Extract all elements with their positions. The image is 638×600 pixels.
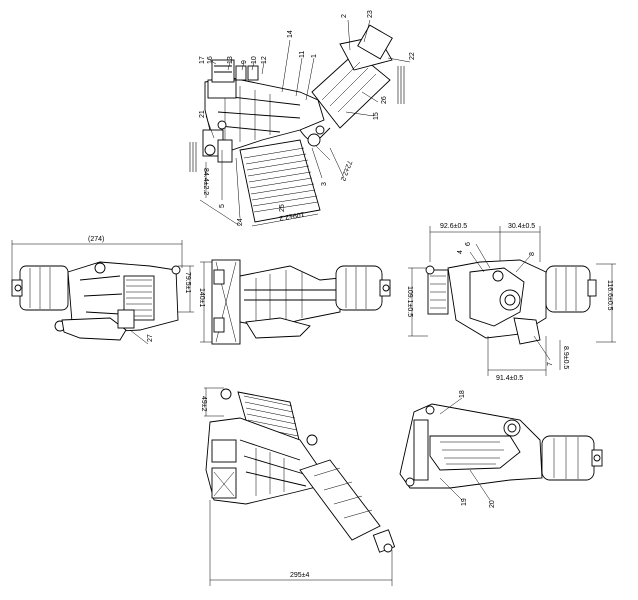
callout-15: 15: [373, 112, 380, 120]
callout-18: 18: [459, 390, 466, 398]
callout-25: 25: [279, 204, 286, 212]
bottom-right-view: 18 19 20: [399, 390, 603, 508]
callout-right-8: 8: [529, 252, 536, 256]
dim-left-height: 79.5±1: [184, 272, 191, 293]
callout-right-7: 7: [547, 362, 554, 366]
dim-right-right-height: 116.6±0.5: [606, 280, 613, 311]
dim-right-bottom: 91.4±0.5: [496, 375, 523, 382]
callout-5: 5: [219, 204, 226, 208]
top-view-filter-cooler: [239, 139, 321, 223]
callout-right-4: 4: [457, 250, 464, 254]
top-view: 17 16 13 9 10 12 14 11 1 2 23 22 26 15 2…: [189, 10, 416, 227]
callout-2: 2: [341, 14, 348, 18]
dim-top-length: 109±2.2: [279, 210, 305, 221]
top-view-hatch-right: [397, 66, 405, 104]
dim-right-small: 8.9±0.5: [562, 346, 569, 369]
dim-top-diag: 72±2.2: [339, 159, 353, 182]
top-view-leaders: [205, 19, 411, 219]
callout-14: 14: [287, 30, 294, 38]
dim-bottom-small: 49±2: [200, 396, 207, 412]
callout-9: 9: [241, 60, 248, 64]
callout-21: 21: [199, 110, 206, 118]
callout-16: 17: [199, 56, 206, 64]
callout-22: 22: [409, 52, 416, 60]
callout-1: 1: [311, 54, 318, 58]
callout-12b: 12: [261, 56, 268, 64]
callout-19: 19: [461, 498, 468, 506]
callout-27: 27: [147, 334, 154, 342]
right-view: 92.6±0.5 30.4±0.5 109.1±0.5 116.6±0.5: [406, 223, 616, 382]
dim-left-overall: (274): [88, 236, 104, 243]
top-view-housing: [202, 59, 325, 163]
dim-right-top-a: 92.6±0.5: [440, 223, 467, 230]
callout-right-6: 6: [465, 242, 472, 246]
callout-12: 13: [227, 56, 234, 64]
dim-bottom-width: 295±4: [290, 572, 310, 579]
callout-3: 3: [321, 182, 328, 186]
dim-center-height: 140±1: [198, 288, 205, 308]
callout-10: 10: [251, 56, 258, 64]
callout-24: 24: [237, 218, 244, 226]
dim-right-top-b: 30.4±0.5: [508, 223, 535, 230]
top-view-dimensions: [199, 147, 345, 227]
callout-20: 20: [489, 500, 496, 508]
callout-26: 26: [381, 96, 388, 104]
callout-13: 16: [207, 56, 214, 64]
center-view: 140±1: [198, 259, 391, 345]
top-view-hatch-left: [189, 142, 197, 172]
callout-23: 23: [367, 10, 374, 18]
top-view-canister: [299, 24, 393, 147]
dim-right-left-height: 109.1±0.5: [406, 286, 413, 317]
bottom-left-view: 49±2 295±4: [200, 387, 396, 586]
left-view: (274) 79.5±1 27: [11, 236, 194, 345]
callout-11: 11: [299, 51, 306, 58]
dim-top-height: 84.4±2.2: [202, 168, 209, 195]
